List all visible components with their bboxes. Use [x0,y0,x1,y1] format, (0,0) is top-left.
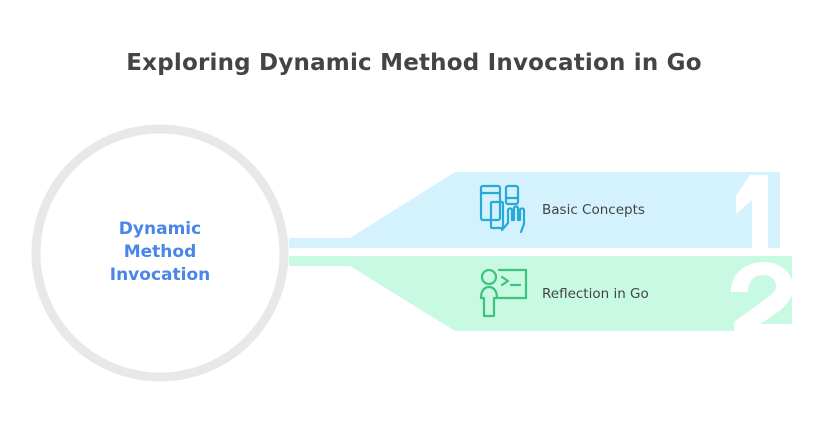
item-label-2: Reflection in Go [542,286,649,302]
item-band-2 [289,256,792,331]
item-label-1: Basic Concepts [542,202,645,218]
center-line-3: Invocation [109,265,211,285]
center-node-label: Dynamic Method Invocation [70,218,250,287]
item-band-1 [289,172,780,248]
diagram-title: Exploring Dynamic Method Invocation in G… [126,50,702,76]
item-number-2 [731,262,793,331]
center-line-1: Dynamic [118,219,202,239]
center-line-2: Method [123,242,197,262]
presenter-terminal-icon [479,268,528,318]
center-ring [31,124,289,382]
devices-touch-icon [479,184,526,234]
item-number-1 [736,175,768,248]
